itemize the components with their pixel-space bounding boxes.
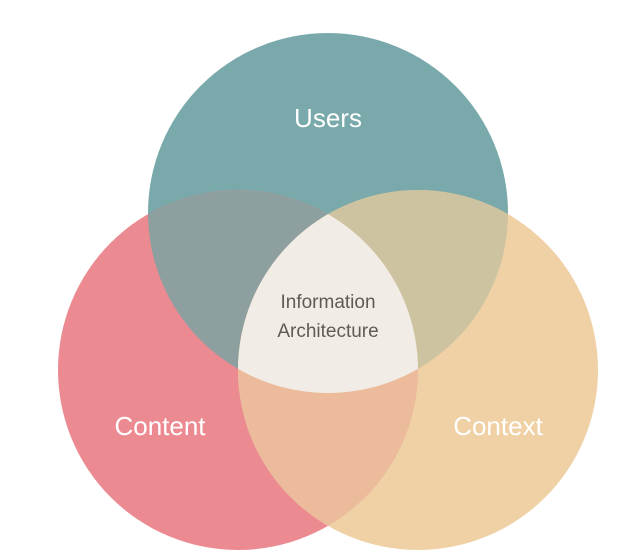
- content-label: Content: [114, 411, 206, 441]
- center-label-line-1: Information: [280, 292, 375, 313]
- users-label: Users: [294, 103, 362, 133]
- context-label: Context: [453, 411, 543, 441]
- center-overlap: [238, 190, 418, 393]
- center-label-line-2: Architecture: [277, 321, 378, 342]
